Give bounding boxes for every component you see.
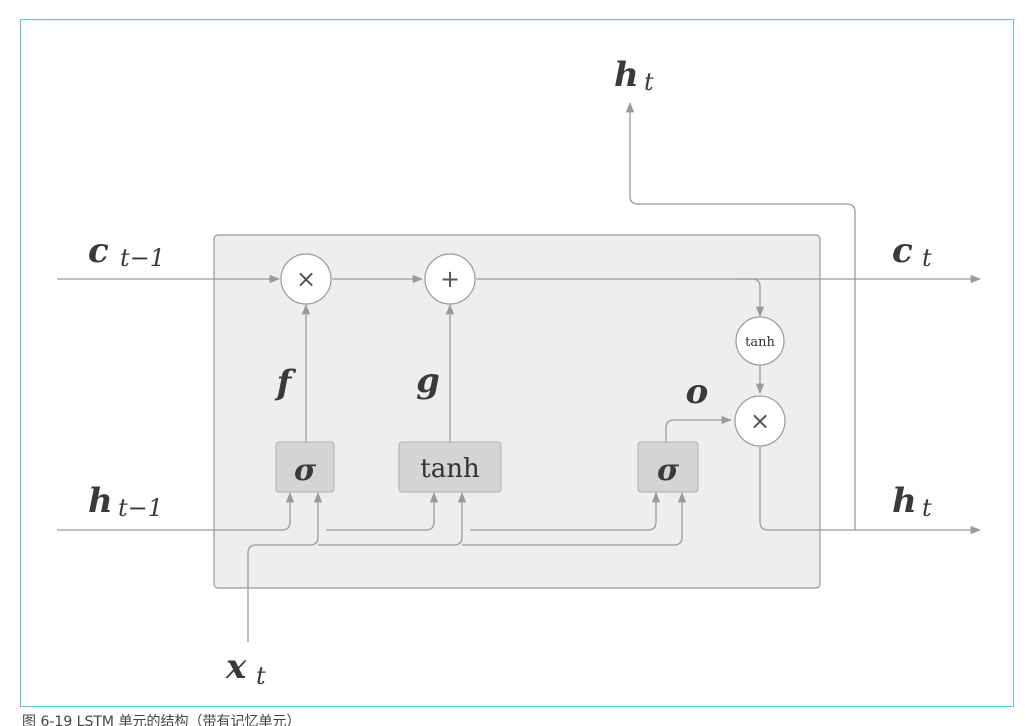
lstm-cell-block [213, 234, 821, 589]
output-gate-label: σ [657, 453, 680, 488]
h-next-subscript: t [922, 494, 932, 522]
f-label: f [275, 363, 297, 403]
h-prev-branch-1 [326, 491, 439, 531]
x-branch-1 [318, 491, 467, 546]
c-prev-label: c [88, 231, 109, 271]
h-prev-label: h [88, 481, 113, 521]
o-line [665, 415, 733, 442]
c-next-label: c [892, 231, 913, 271]
tanh-node [735, 316, 785, 366]
candidate-gate-box [398, 441, 502, 493]
x-input-label: x [225, 647, 247, 687]
output-multiply-node [734, 395, 786, 447]
c-prev-subscript: t−1 [120, 244, 165, 272]
g-label: g [416, 361, 440, 401]
h-prev-branch-2 [470, 491, 661, 531]
figure-caption: 图 6-19 LSTM 单元的结构（带有记忆单元） [22, 714, 301, 726]
add-node [424, 253, 476, 305]
x-branch-2 [462, 491, 687, 546]
o-label: o [686, 372, 709, 412]
h-top-subscript: t [644, 68, 654, 96]
forget-gate-label: σ [294, 453, 317, 488]
tanh-node-label: tanh [745, 335, 775, 350]
x-input-subscript: t [256, 662, 266, 690]
forget-multiply-symbol: × [296, 265, 316, 293]
cell-to-tanh-line [735, 278, 765, 318]
x-input-line [247, 491, 323, 642]
h-top-line [625, 101, 856, 530]
h-top-label: h [614, 55, 639, 95]
c-next-subscript: t [922, 244, 932, 272]
output-multiply-symbol: × [750, 407, 770, 435]
add-symbol: + [440, 265, 460, 293]
h-prev-subscript: t−1 [118, 494, 163, 522]
h-prev-input-line [57, 491, 295, 531]
output-gate-box [637, 441, 699, 493]
h-output-line [759, 447, 982, 535]
forget-gate-box [275, 441, 335, 493]
h-next-label: h [892, 481, 917, 521]
candidate-gate-label: tanh [420, 454, 480, 484]
forget-multiply-node [280, 253, 332, 305]
